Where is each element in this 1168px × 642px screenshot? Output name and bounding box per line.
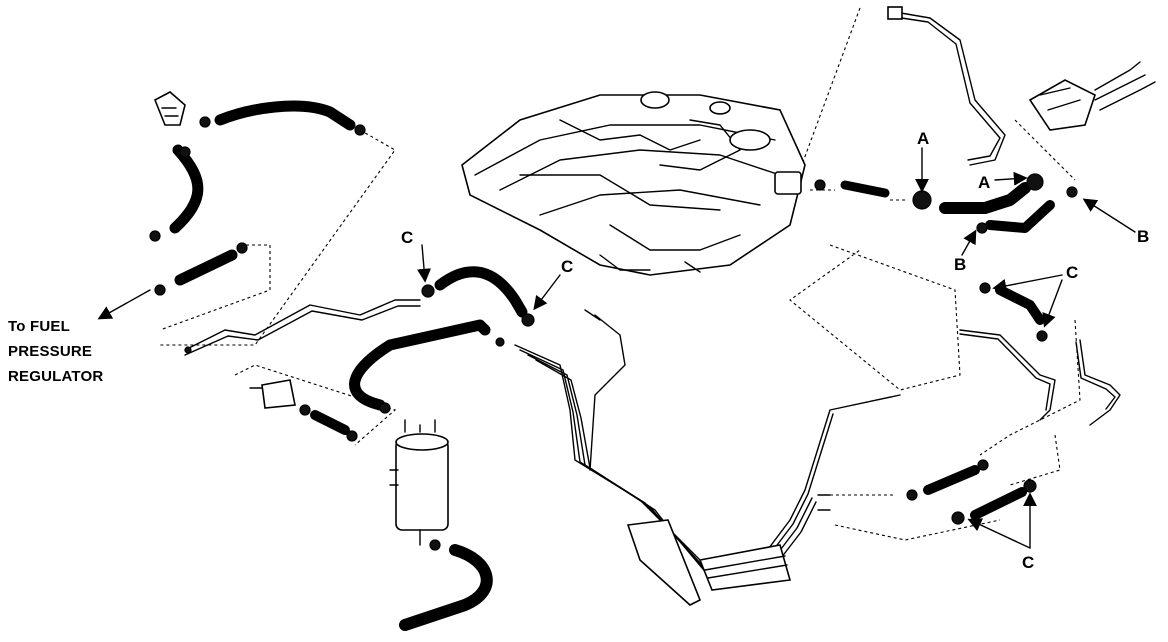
upper-left-hoses: [149, 91, 366, 296]
callout-arrows: [97, 147, 1136, 549]
callout-c-center-left: C: [401, 228, 413, 247]
callout-a-lower: A: [978, 173, 990, 192]
callout-c-right-lower: C: [1022, 553, 1034, 572]
lower-left-connector: [249, 379, 358, 442]
callout-b-right: B: [1137, 227, 1149, 246]
text-labels: To FUEL PRESSURE REGULATOR C C A A B B C…: [8, 129, 1149, 572]
callout-c-center: C: [561, 257, 573, 276]
fuel-regulator-label-line2: PRESSURE: [8, 343, 92, 360]
dashed-guide-lines: [159, 7, 1081, 541]
callout-a-upper: A: [917, 129, 929, 148]
fuel-regulator-label-line1: To FUEL: [8, 318, 70, 335]
left-fuel-pipe: [184, 299, 421, 356]
fuel-regulator-label-line3: REGULATOR: [8, 368, 103, 385]
callout-c-right-upper: C: [1066, 263, 1078, 282]
bundled-fuel-lines: [514, 309, 901, 606]
charcoal-canister: [349, 319, 505, 631]
center-c-hose: [421, 266, 535, 327]
right-side-hoses: [814, 6, 1156, 234]
callout-b-lower: B: [954, 255, 966, 274]
fuel-tank: [461, 91, 806, 276]
right-lower-lines: [906, 282, 1121, 525]
